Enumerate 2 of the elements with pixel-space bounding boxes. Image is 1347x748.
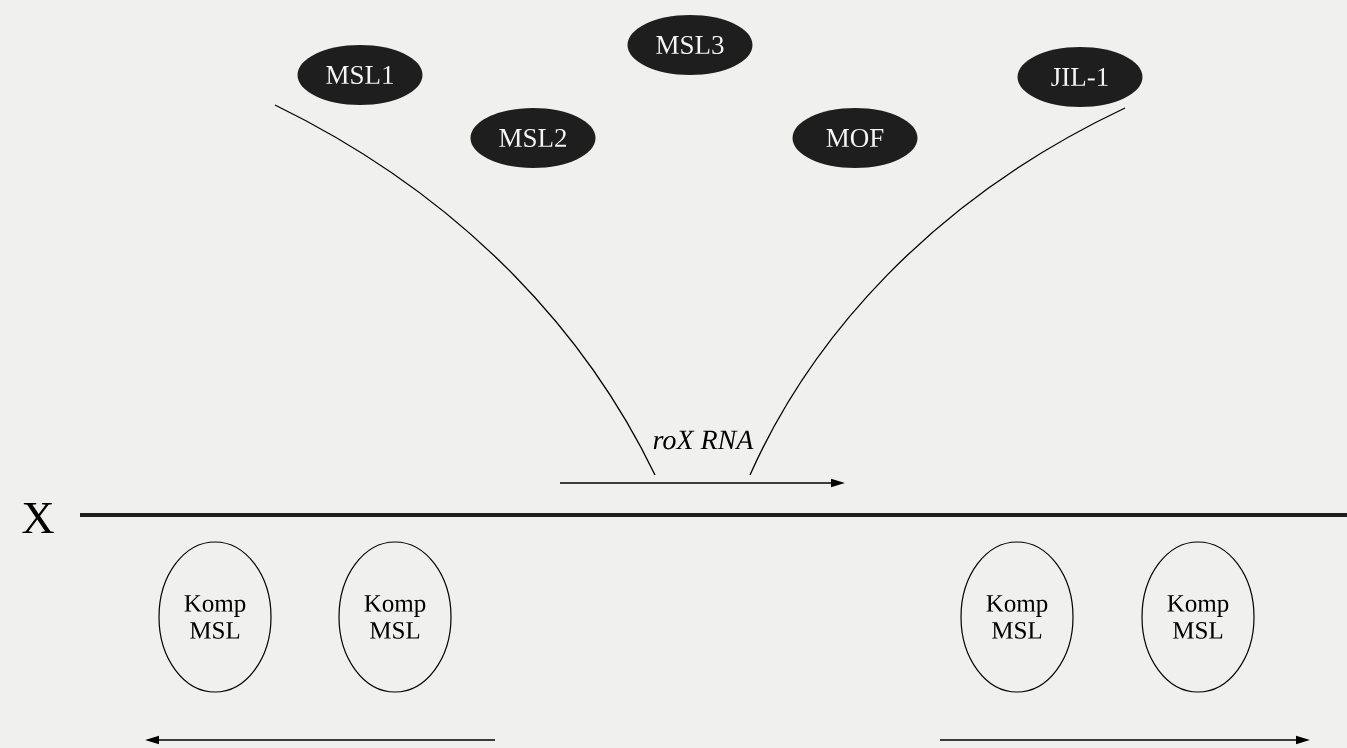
chromosome-label: X <box>22 502 54 534</box>
gene-label: roX RNA <box>653 430 754 450</box>
